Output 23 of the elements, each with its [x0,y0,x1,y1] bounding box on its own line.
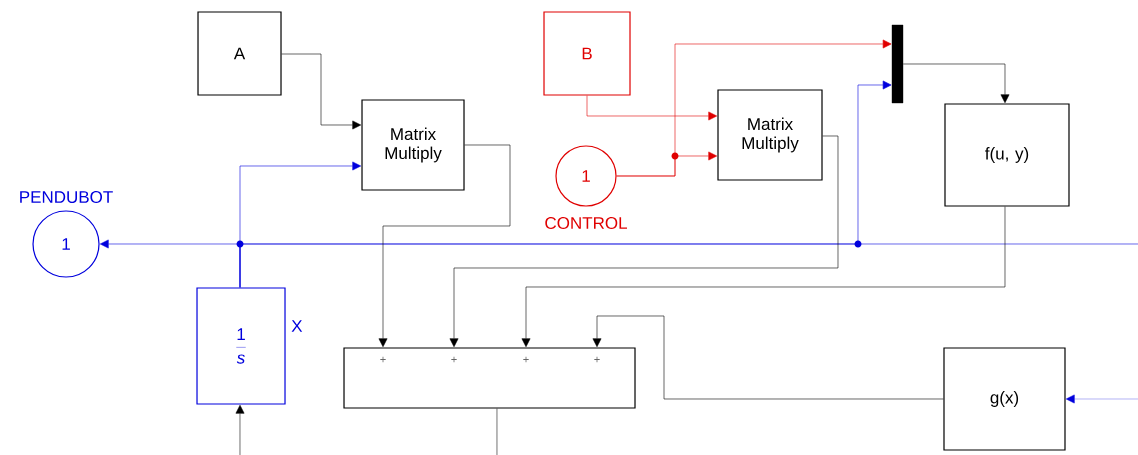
port-label: X [291,320,303,332]
block: A [197,11,282,96]
connector-line [449,135,839,348]
integrator-block: $\frac{1}{s}$ [196,287,286,405]
block: Matrix Multiply [717,89,823,181]
block: f(u, y) [944,103,1070,207]
port-label: PENDUBOT [20,191,113,203]
connector-line [281,53,362,130]
block: B [543,11,631,96]
block: g(x) [943,347,1066,451]
mux-bar [891,24,904,104]
connector-line [378,144,511,348]
connector-line [235,404,245,455]
port-label: CONTROL [545,217,627,229]
connector-line [616,39,892,177]
connector-line [902,63,1010,104]
connector-line [586,95,718,121]
connector-line [521,206,1006,348]
connector-line [239,243,1138,288]
sum-block: + + + + [343,347,636,409]
connector-line [496,408,498,455]
connector-line [592,315,944,400]
block: Matrix Multiply [361,99,465,191]
